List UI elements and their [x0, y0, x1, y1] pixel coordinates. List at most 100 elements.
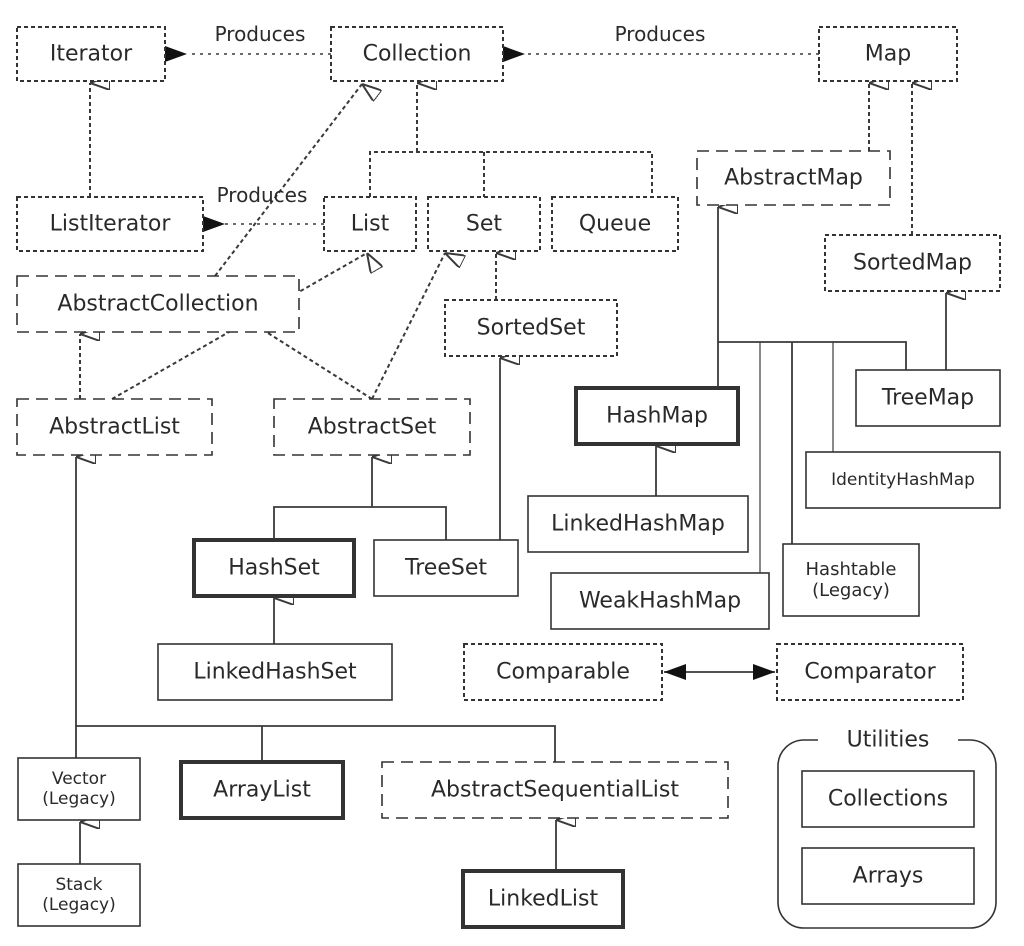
node-hashtable: Hashtable(Legacy) — [782, 543, 920, 617]
vector-box — [17, 757, 141, 821]
node-set: Set — [427, 196, 541, 252]
node-comparator: Comparator — [776, 643, 964, 701]
node-abstractlist: AbstractList — [16, 398, 213, 456]
node-collections: Collections — [801, 770, 975, 828]
arraylist-box — [179, 760, 345, 820]
weakhashmap-box — [550, 572, 770, 630]
comparable-label: Comparable — [496, 660, 630, 685]
comparable-box — [463, 643, 663, 701]
utilities-title-mask — [818, 726, 958, 754]
abstractcollection-label: AbstractCollection — [57, 292, 258, 317]
listiterator-label: ListIterator — [50, 212, 172, 237]
edge-subinterfaces-bus — [369, 151, 653, 197]
hashset-box — [192, 538, 356, 598]
sortedset-box — [444, 299, 618, 357]
vector-label: (Legacy) — [42, 789, 116, 809]
node-abstractset: AbstractSet — [273, 398, 471, 456]
edge-abstractset-abstractcollection — [268, 333, 373, 400]
abstractmap-box — [696, 150, 891, 206]
node-abstractsequentiallist: AbstractSequentialList — [381, 761, 729, 819]
identityhashmap-label: IdentityHashMap — [831, 470, 975, 490]
linkedlist-box — [461, 869, 625, 929]
iterator-label: Iterator — [50, 42, 133, 67]
node-vector: Vector(Legacy) — [17, 757, 141, 821]
stack-label: (Legacy) — [42, 895, 116, 915]
linkedhashmap-box — [527, 495, 749, 553]
weakhashmap-label: WeakHashMap — [579, 589, 741, 614]
linkedhashset-box — [157, 643, 393, 701]
comparator-label: Comparator — [804, 660, 936, 685]
list-label: List — [351, 212, 390, 237]
node-treemap: TreeMap — [855, 369, 1001, 427]
node-hashmap: HashMap — [574, 386, 740, 446]
linkedhashset-label: LinkedHashSet — [193, 660, 357, 685]
edge-set-impl-bus — [273, 506, 447, 540]
node-abstractcollection: AbstractCollection — [16, 275, 300, 333]
map-label: Map — [865, 42, 911, 67]
vector-label: Vector — [52, 769, 106, 789]
set-box — [427, 196, 541, 252]
node-sortedset: SortedSet — [444, 299, 618, 357]
comparator-box — [776, 643, 964, 701]
node-listiterator: ListIterator — [16, 196, 204, 252]
node-arrays: Arrays — [801, 847, 975, 905]
node-arraylist: ArrayList — [179, 760, 345, 820]
collections-box — [801, 770, 975, 828]
treemap-label: TreeMap — [881, 386, 974, 411]
node-abstractmap: AbstractMap — [696, 150, 891, 206]
abstractset-label: AbstractSet — [308, 415, 437, 440]
treeset-label: TreeSet — [404, 556, 487, 581]
listiterator-box — [16, 196, 204, 252]
abstractcollection-box — [16, 275, 300, 333]
node-linkedlist: LinkedList — [461, 869, 625, 929]
node-stack: Stack(Legacy) — [17, 863, 141, 927]
abstractlist-label: AbstractList — [49, 415, 180, 440]
abstractset-box — [273, 398, 471, 456]
node-linkedhashmap: LinkedHashMap — [527, 495, 749, 553]
node-treeset: TreeSet — [373, 539, 519, 597]
collection-box — [330, 26, 504, 82]
abstractsequentiallist-box — [381, 761, 729, 819]
node-weakhashmap: WeakHashMap — [550, 572, 770, 630]
utilities-group: Utilities — [777, 726, 997, 929]
queue-label: Queue — [579, 212, 651, 237]
edge-list-impl-bus — [75, 725, 556, 762]
set-label: Set — [466, 212, 503, 237]
hashmap-label: HashMap — [606, 404, 708, 429]
linkedlist-label: LinkedList — [488, 887, 599, 912]
hashtable-label: (Legacy) — [812, 580, 890, 601]
identityhashmap-box — [805, 451, 1001, 509]
map-box — [818, 26, 958, 82]
edge-abstractset-set — [371, 253, 445, 400]
linkedhashmap-label: LinkedHashMap — [551, 512, 725, 537]
node-comparable: Comparable — [463, 643, 663, 701]
hashtable-label: Hashtable — [806, 559, 897, 580]
collection-label: Collection — [363, 42, 472, 67]
node-map: Map — [818, 26, 958, 82]
node-sortedmap: SortedMap — [824, 234, 1001, 292]
arraylist-label: ArrayList — [213, 778, 311, 803]
sortedmap-box — [824, 234, 1001, 292]
collections-label: Collections — [828, 787, 948, 812]
node-iterator: Iterator — [16, 26, 166, 82]
utilities-title: Utilities — [847, 728, 930, 753]
list-box — [323, 196, 417, 252]
edge-label-map-produces-collection: Produces — [615, 22, 706, 46]
node-collection: Collection — [330, 26, 504, 82]
arrays-box — [801, 847, 975, 905]
edge-label-list-produces-listiterator: Produces — [217, 183, 308, 207]
sortedmap-label: SortedMap — [853, 251, 972, 276]
treemap-box — [855, 369, 1001, 427]
hashmap-box — [574, 386, 740, 446]
edge-abstractcollection-collection — [214, 84, 362, 277]
abstractsequentiallist-label: AbstractSequentialList — [431, 778, 679, 803]
edge-map-impl-bus — [718, 341, 907, 370]
node-linkedhashset: LinkedHashSet — [157, 643, 393, 701]
queue-box — [551, 196, 679, 252]
node-list: List — [323, 196, 417, 252]
node-identityhashmap: IdentityHashMap — [805, 451, 1001, 509]
treeset-box — [373, 539, 519, 597]
edge-label-collection-produces-iterator: Produces — [215, 22, 306, 46]
edges-layer — [75, 46, 946, 871]
